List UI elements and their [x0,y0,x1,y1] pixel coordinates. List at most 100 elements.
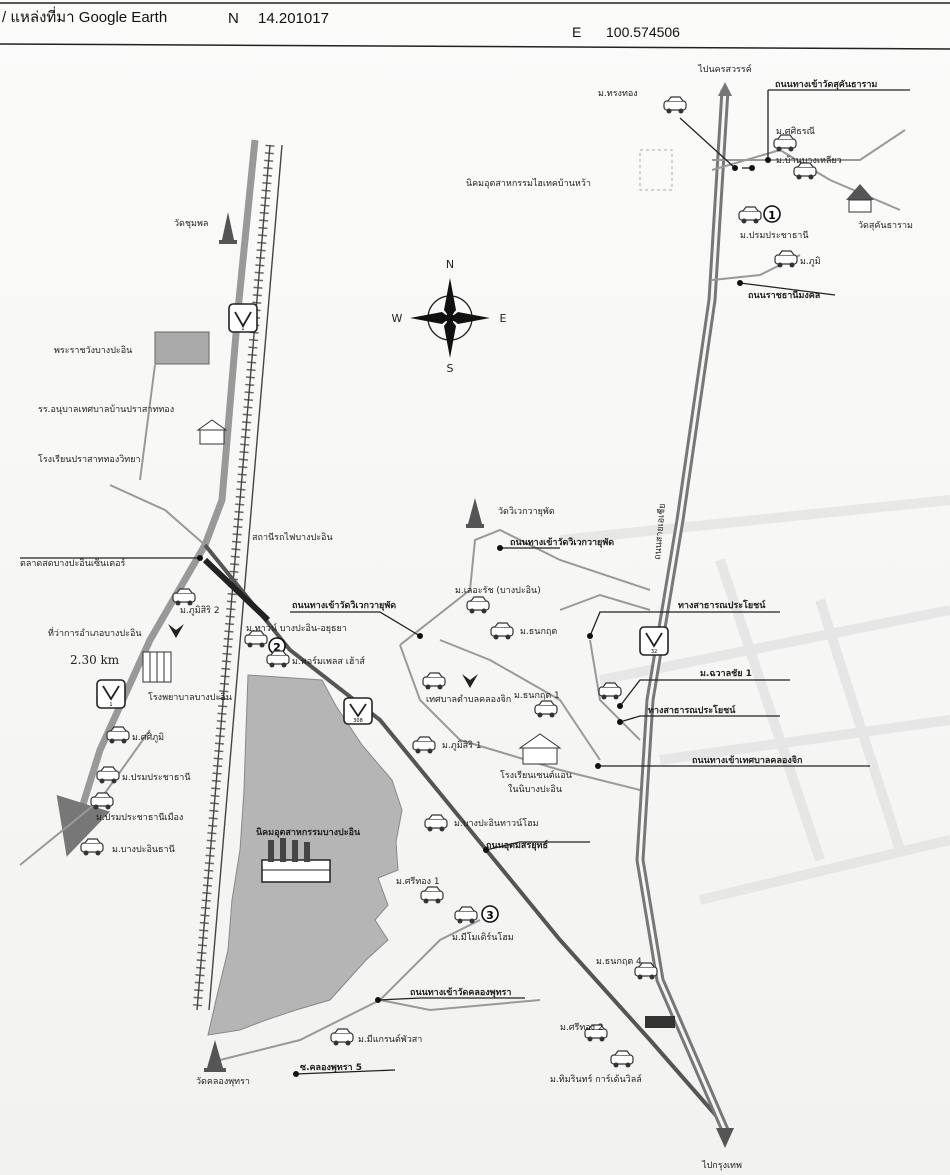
road-308 [203,543,722,1122]
wat-sukhantharam-label: วัดสุคันธาราม [858,221,913,231]
public-road-label: ทางสาธารณประโยชน์ [678,599,766,611]
government-emblem-icon [462,674,478,688]
east-coordinate-label: E [572,24,582,40]
temple-icon [219,212,237,244]
highway-shield-1-north: 1 [228,303,258,333]
svg-text:1: 1 [241,326,244,332]
leader-lines [20,89,910,1075]
car-icon [90,792,114,811]
palace-photo-icon [154,331,210,365]
village-modern-home-label: ม.มีโมเดิร์นโฮม [452,931,514,943]
road-308-highlight [202,557,271,623]
north-coordinate-value: 14.201017 [258,10,329,27]
car-icon [663,96,687,115]
car-icon [774,250,798,269]
svg-text:1: 1 [109,702,112,708]
road-khlong-chik-label: ถนนทางเข้าเทศบาลคลองจิก [692,755,802,766]
highway-sign-icon [645,1016,675,1028]
hospital-label: โรงพยาบาลบางปะอิน [148,692,232,703]
road-ratchathani-label: ถนนราชธานีมงคล [748,290,820,301]
shrine-icon [846,184,874,213]
car-icon [490,622,514,641]
car-icon [422,672,446,691]
compass-east-label: E [500,312,507,325]
village-lerach-label: ม.เลอะรัช (บางปะอิน) [455,585,541,596]
road-wat-wiwek-label: ถนนทางเข้าวัดวิเวกวายุพัด [510,537,614,548]
public-road-2-label: ทางสาธารณประโยชน์ [648,704,736,716]
asian-highway-label: ถนนสายเอเชีย [652,503,668,560]
kindergarten-label: รร.อนุบาลเทศบาลบ้านปราสาททอง [38,404,174,415]
village-thanakrit-1-label: ม.ธนกฤต 1 [514,691,560,701]
car-icon [466,596,490,615]
village-chawanchai-label: ม.ฉวาลชัย 1 [700,668,752,679]
car-icon [610,1050,634,1069]
school-icon [196,419,228,445]
svg-text:3: 3 [486,909,494,922]
car-icon [424,814,448,833]
village-bang-pa-in-thani-label: ม.บางปะอินธานี [112,844,175,855]
bang-pa-in-station-label: สถานีรถไฟบางปะอิน [252,532,333,543]
school-icon [518,733,562,765]
compass-north-label: N [446,258,454,271]
road-wat-sukhan-label: ถนนทางเข้าวัดสุคันธาราม [775,79,877,90]
car-icon [598,682,622,701]
factory-icon [261,838,331,883]
village-grand-pawa-label: ม.มีแกรนด์พัวสา [358,1033,422,1045]
to-north-label: ไปนครสวรรค์ [697,63,751,75]
marker-1: 1 [763,205,781,223]
marker-3: 3 [481,905,499,923]
wat-khlong-phutsa-label: วัดคลองพุทรา [196,1077,250,1087]
car-icon [420,886,444,905]
village-pramprachathani-label: ม.ปรมประชาธานี [740,230,809,241]
village-thanakrit-label: ม.ธนกฤต [520,627,557,637]
highway-shield-1-south: 1 [96,679,126,709]
highway-shield-32: 32 [639,626,669,656]
car-icon [80,838,104,857]
highway-32-road [635,82,734,1148]
bang-pa-in-estate-label: นิคมอุตสาหกรรมบางปะอิน [256,827,361,838]
car-icon [534,700,558,719]
village-srithong-1-label: ม.ศรีทอง 1 [396,876,440,887]
car-icon [96,766,120,785]
road-udomsorayut-label: ถนนอุดมสรยุทธ์ [486,839,548,851]
compass-west-label: W [392,312,403,325]
village-pramprachathani-muang-label: ม.ปรมประชาธานีเมือง [96,812,183,823]
car-icon [773,134,797,153]
estate-building-icon [639,149,673,191]
village-sasithorn-label: ม.ศศิธรณี [776,126,815,137]
leader-dots [197,157,771,1077]
temple-icon [466,498,484,528]
village-ban-bang-liao-label: ม.บ้านบางเหลียว [776,155,842,166]
village-timrin-label: ม.ทิมรินทร์ การ์เด้นวิลล์ [550,1073,642,1085]
background-streets [559,495,950,905]
district-office-label: ที่ว่าการอำเภอบางปะอิน [48,626,142,639]
car-icon [330,1028,354,1047]
soi-khlong-phutsa-label: ซ.คลองพุทรา 5 [300,1063,362,1073]
car-icon [454,906,478,925]
village-song-thong-label: ม.ทรงทอง [598,89,638,99]
svg-text:1: 1 [768,209,776,222]
car-icon [412,736,436,755]
prasat-thong-school-label: โรงเรียนปราสาททองวิทยา [38,454,141,465]
village-home-place-label: ม.พอร์มเพลส เฮ้าส์ [292,655,365,667]
highway-shield-308: 308 [343,697,373,725]
hospital-icon [142,651,172,683]
bang-pa-in-market-label: ตลาดสดบางปะอินเซ็นเตอร์ [20,556,126,569]
compass-south-label: S [447,362,454,375]
coordinates-header: / แหล่งที่มา Google Earth N 14.201017 E … [0,0,950,46]
road-wiwek-2-label: ถนนทางเข้าวัดวิเวกวายุพัด [292,600,396,611]
wat-chumphon-label: วัดชุมพล [174,219,208,229]
car-icon [738,206,762,225]
compass-rose [410,278,490,358]
minor-roads [19,129,906,1061]
village-phumsiri-1-label: ม.ภูมิสิริ 1 [442,740,482,751]
st-anne-school-line2-label: ในนิบางปะอิน [508,784,562,795]
svg-text:32: 32 [651,649,657,655]
svg-text:308: 308 [353,718,363,724]
bang-pa-in-palace-label: พระราชวังบางปะอิน [54,345,132,356]
source-label: / แหล่งที่มา Google Earth [2,9,168,26]
village-srithong-2-label: ม.ศรีทอง 2 [560,1022,604,1033]
village-pramprachathani-2-label: ม.ปรมประชาธานี [122,772,191,783]
